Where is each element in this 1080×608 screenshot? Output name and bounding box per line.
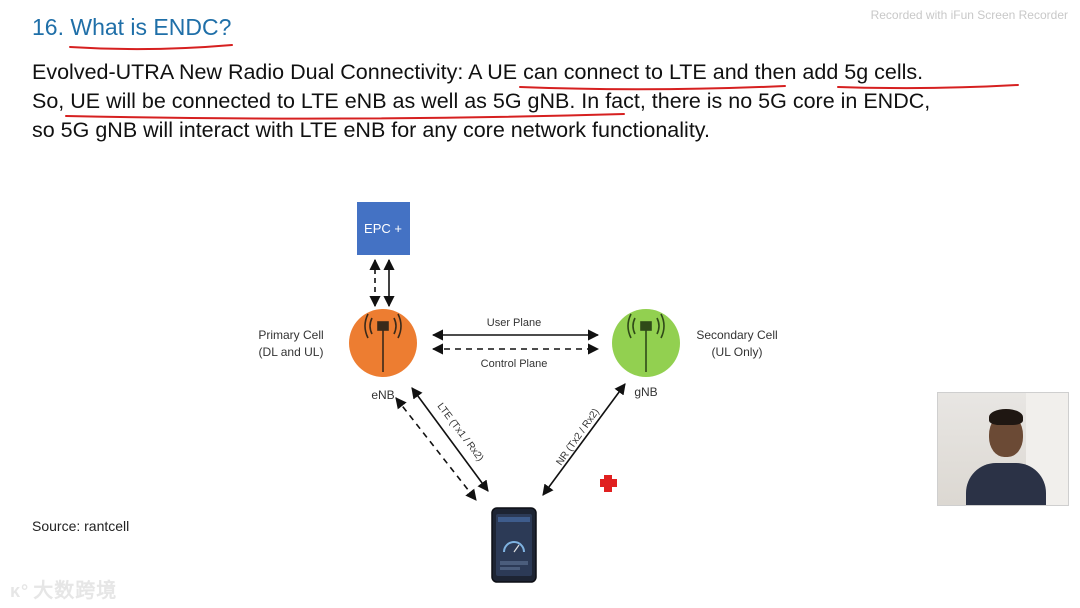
epc-label: EPC + bbox=[364, 221, 402, 236]
enb-ue-links bbox=[395, 387, 489, 501]
paragraph-line-2: So, UE will be connected to LTE eNB as w… bbox=[32, 89, 931, 113]
logo-icon: ᴋ° bbox=[10, 581, 30, 601]
annotation-underlines bbox=[65, 44, 1019, 120]
enb-ue-lte-link bbox=[411, 387, 489, 492]
epc-enb-links bbox=[369, 258, 395, 308]
enb-gnb-links bbox=[431, 329, 600, 355]
control-plane-label: Control Plane bbox=[481, 358, 548, 370]
underline-title bbox=[69, 44, 233, 51]
gnb-node: gNB bbox=[612, 309, 680, 399]
slide-title: 16. What is ENDC? bbox=[32, 14, 232, 40]
ue-smartphone-icon bbox=[491, 507, 537, 583]
epc-node: EPC + bbox=[357, 202, 410, 255]
channel-logo: ᴋ°大数跨境 bbox=[10, 574, 117, 603]
enb-label: eNB bbox=[371, 388, 394, 402]
nr-link-label: NR (Tx2 / Rx2) bbox=[554, 407, 601, 468]
gnb-tower-icon bbox=[627, 313, 665, 372]
user-plane-label: User Plane bbox=[487, 317, 541, 329]
secondary-cell-sublabel: (UL Only) bbox=[712, 345, 763, 359]
enb-tower-icon bbox=[364, 313, 402, 372]
slide-paragraph: Evolved-UTRA New Radio Dual Connectivity… bbox=[32, 58, 1042, 145]
recorder-watermark: Recorded with iFun Screen Recorder bbox=[870, 8, 1068, 22]
primary-cell-label: Primary Cell bbox=[258, 328, 323, 342]
secondary-cell-label: Secondary Cell bbox=[696, 328, 777, 342]
underline-ue-connected bbox=[65, 113, 625, 120]
underline-then-add-5g bbox=[837, 84, 1019, 90]
red-cross-cursor-icon bbox=[600, 475, 617, 492]
gnb-ue-nr-link bbox=[542, 383, 626, 496]
presenter-webcam-overlay bbox=[937, 392, 1069, 506]
presenter-body bbox=[966, 463, 1046, 505]
source-credit: Source: rantcell bbox=[32, 518, 130, 534]
underline-ue-can-connect bbox=[519, 85, 786, 91]
enb-node: eNB bbox=[349, 309, 417, 402]
primary-cell-sublabel: (DL and UL) bbox=[259, 345, 324, 359]
paragraph-line-3: so 5G gNB will interact with LTE eNB for… bbox=[32, 118, 710, 142]
presenter-hair bbox=[989, 409, 1023, 425]
enb-ue-control-link bbox=[395, 397, 477, 501]
gnb-label: gNB bbox=[634, 385, 657, 399]
logo-text: 大数跨境 bbox=[33, 580, 118, 602]
paragraph-line-1: Evolved-UTRA New Radio Dual Connectivity… bbox=[32, 60, 924, 84]
